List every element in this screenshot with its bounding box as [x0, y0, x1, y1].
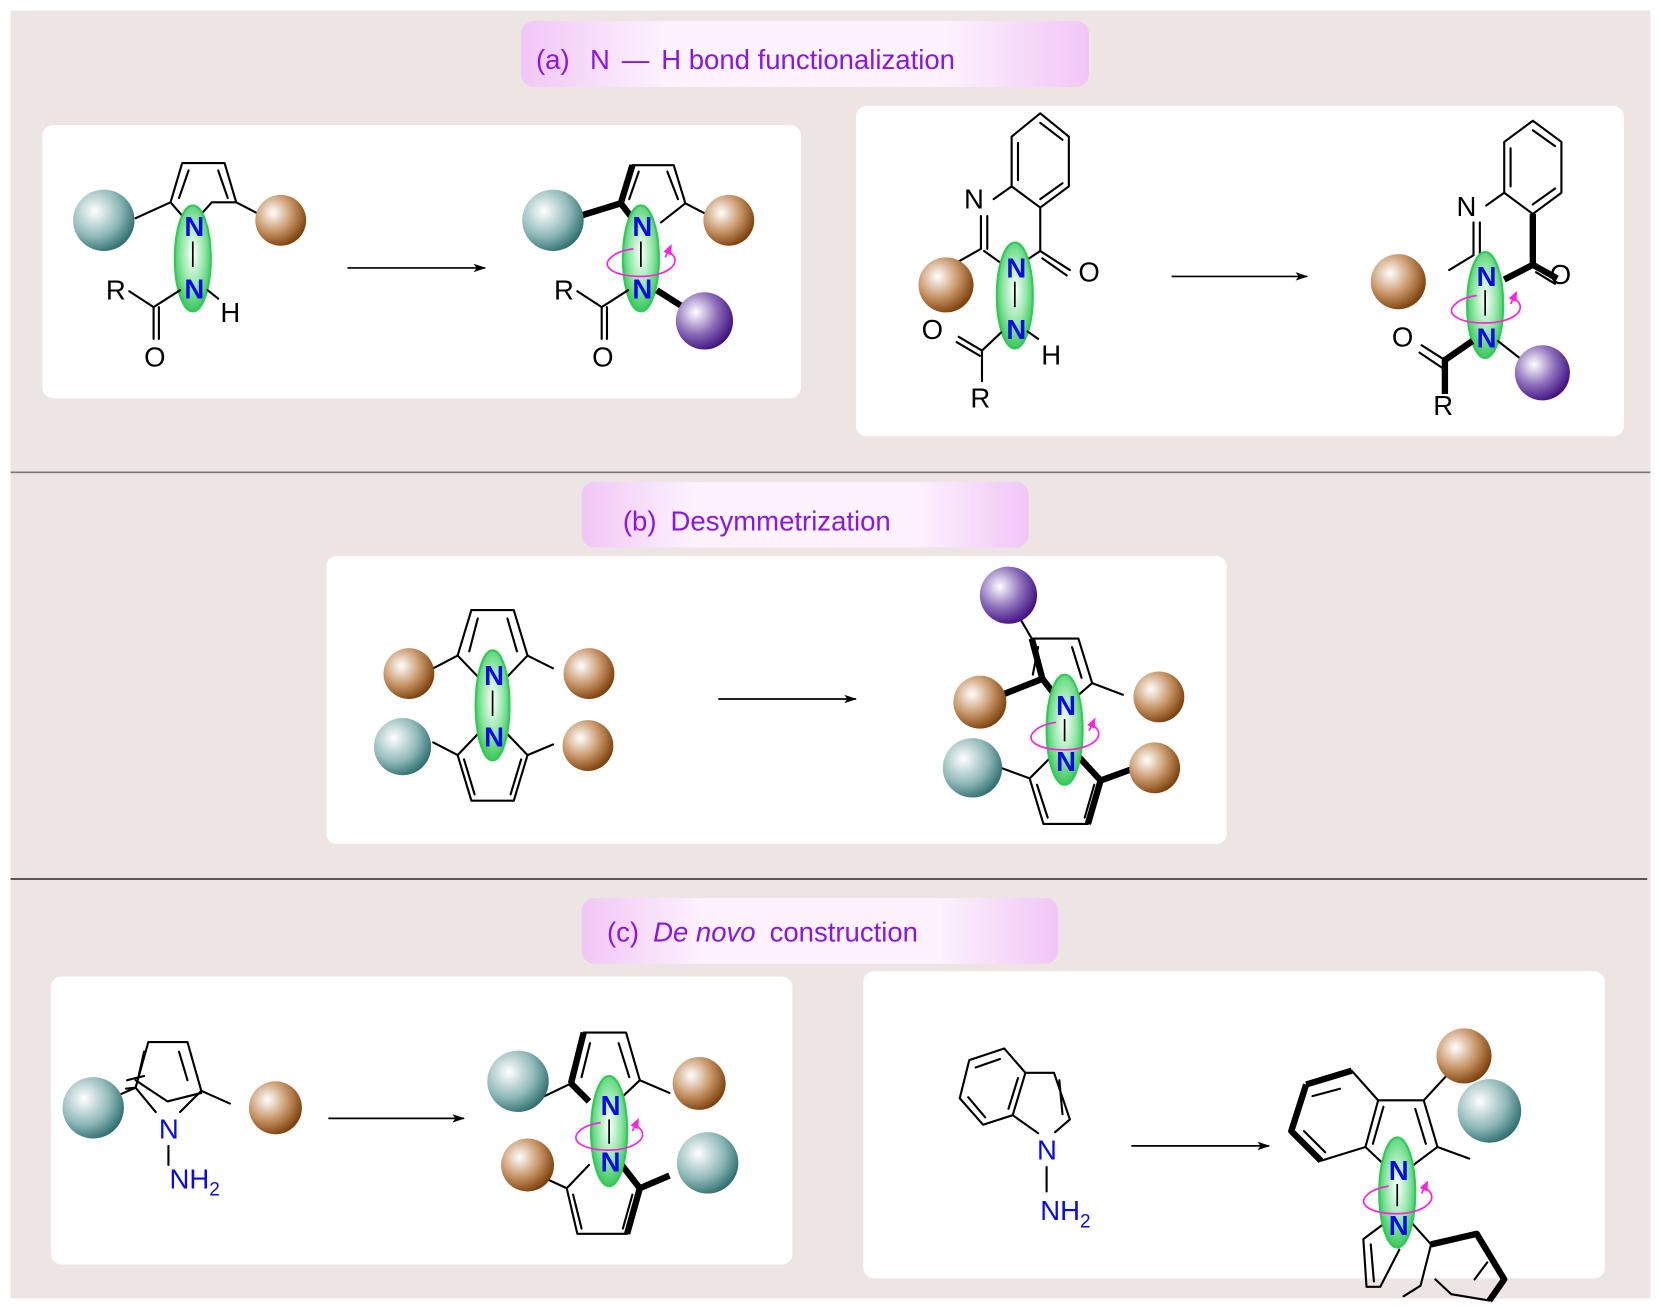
- svg-text:N: N: [632, 274, 652, 305]
- brown-sphere: [383, 648, 435, 699]
- brown-sphere: [248, 1081, 302, 1135]
- svg-text:N: N: [184, 274, 204, 305]
- teal-sphere: [487, 1050, 549, 1113]
- svg-text:N: N: [1477, 261, 1497, 292]
- teal-sphere: [62, 1077, 124, 1139]
- section-b: (b) Desymmetrization N N: [326, 481, 1227, 845]
- purple-sphere: [675, 292, 734, 350]
- svg-text:O: O: [922, 314, 943, 345]
- molecule-c2-product: N N: [1288, 1028, 1522, 1303]
- molecule-a2-reactant: N O N N O H R: [918, 112, 1100, 414]
- purple-sphere: [1514, 345, 1570, 401]
- svg-text:R: R: [1433, 390, 1453, 421]
- svg-text:N: N: [601, 1146, 621, 1177]
- panel-a1: [42, 124, 801, 399]
- svg-text:O: O: [592, 341, 613, 372]
- svg-text:O: O: [1550, 259, 1571, 290]
- teal-sphere: [73, 189, 135, 251]
- brown-sphere: [1133, 671, 1185, 723]
- svg-text:N: N: [1389, 1210, 1409, 1241]
- brown-sphere: [918, 257, 974, 313]
- brown-sphere: [563, 648, 615, 699]
- svg-text:N: N: [964, 184, 984, 215]
- svg-text:N: N: [1389, 1155, 1409, 1186]
- teal-sphere: [373, 718, 432, 776]
- svg-text:O: O: [144, 341, 165, 372]
- teal-sphere: [676, 1132, 739, 1194]
- brown-sphere: [703, 194, 755, 246]
- svg-text:R: R: [554, 275, 574, 306]
- molecule-c2-reactant: N NH2: [958, 1047, 1091, 1232]
- section-c-label-box: [581, 898, 1059, 964]
- svg-text:N: N: [1006, 252, 1026, 283]
- molecule-c1-product: N N: [487, 1031, 739, 1235]
- svg-text:N: N: [1037, 1135, 1057, 1166]
- brown-sphere: [672, 1056, 726, 1110]
- brown-sphere: [953, 675, 1007, 729]
- svg-text:N: N: [1477, 322, 1497, 353]
- svg-text:N: N: [601, 1090, 621, 1121]
- section-a-label-box: [521, 21, 1089, 87]
- svg-text:O: O: [1392, 321, 1413, 352]
- svg-text:H: H: [1041, 339, 1061, 370]
- svg-text:N: N: [484, 660, 504, 691]
- purple-sphere: [979, 566, 1038, 624]
- brown-sphere: [562, 720, 614, 771]
- svg-text:H: H: [220, 297, 240, 328]
- molecule-a1-reactant: N N R H O: [73, 162, 307, 372]
- svg-text:N: N: [1006, 314, 1026, 345]
- section-b-label-box: [581, 481, 1029, 548]
- rotation-arrow-icon: [1030, 721, 1100, 751]
- svg-text:R: R: [106, 275, 126, 306]
- rotation-arrow-icon: [1362, 1185, 1433, 1215]
- molecule-b-reactant: N N: [373, 608, 615, 802]
- panel-c1: [50, 976, 793, 1265]
- section-a: (a) N — H bond functionalization N N R H…: [42, 21, 1624, 437]
- svg-text:N: N: [184, 211, 204, 242]
- svg-text:N: N: [632, 211, 652, 242]
- molecule-a1-product: N N R O: [522, 164, 755, 372]
- teal-sphere: [1457, 1079, 1522, 1143]
- rotation-arrow-icon: [1450, 294, 1522, 324]
- svg-text:N: N: [1056, 690, 1076, 721]
- teal-sphere: [522, 189, 584, 251]
- rotation-arrow-icon: [606, 248, 676, 278]
- molecule-c1-reactant: N NH2: [62, 1041, 302, 1201]
- brown-sphere: [255, 194, 307, 246]
- section-a-label: (a) N — H bond functionalization: [536, 44, 955, 75]
- svg-text:N: N: [1457, 191, 1477, 222]
- molecule-b-product: N N: [942, 566, 1185, 826]
- rotation-arrow-icon: [575, 1121, 644, 1151]
- section-b-label: (b) Desymmetrization: [623, 506, 891, 537]
- svg-text:N: N: [484, 722, 504, 753]
- panel-a2: [855, 105, 1624, 437]
- brown-sphere: [1436, 1028, 1492, 1084]
- teal-sphere: [942, 738, 1003, 798]
- brown-sphere: [501, 1138, 555, 1192]
- svg-text:NH2: NH2: [1040, 1195, 1090, 1232]
- svg-text:R: R: [970, 383, 990, 414]
- brown-sphere: [1129, 742, 1181, 794]
- section-c-label: (c) De novo construction: [607, 917, 918, 948]
- brown-sphere: [1370, 254, 1426, 310]
- panel-c2: [863, 971, 1605, 1279]
- svg-text:N: N: [1056, 746, 1076, 777]
- svg-text:O: O: [1078, 257, 1099, 288]
- svg-text:NH2: NH2: [169, 1163, 219, 1200]
- molecule-a2-product: N O N N O R: [1370, 119, 1571, 421]
- svg-text:N: N: [159, 1113, 179, 1144]
- section-c: (c) De novo construction N NH2: [50, 898, 1605, 1303]
